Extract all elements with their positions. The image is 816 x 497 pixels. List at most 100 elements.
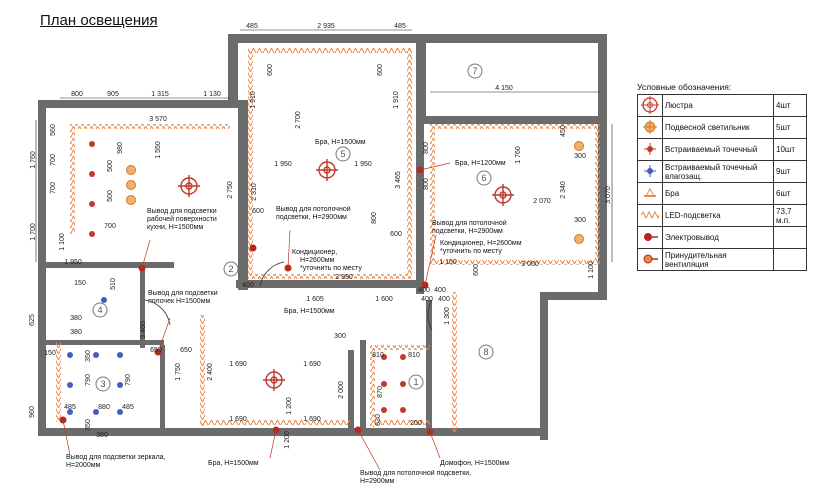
svg-text:485: 485 [394,23,406,30]
doors [144,261,433,331]
spotlight-icon [381,381,387,387]
svg-text:790: 790 [85,374,92,386]
room-1-label: 1 [413,377,418,387]
svg-text:790: 790 [125,374,132,386]
dimension-labels: 800 905 1 315 1 130 3 570 485 2 935 485 … [29,23,612,449]
pendant-light-icon [643,119,657,134]
waterproof-spotlight-icon [644,164,656,177]
svg-text:500: 500 [107,190,114,202]
svg-text:1 100: 1 100 [59,233,66,251]
svg-text:500: 500 [107,160,114,172]
svg-text:1 100: 1 100 [588,261,595,279]
svg-text:1 315: 1 315 [151,91,169,98]
ac-note-a-3: *уточнить по месту [300,265,362,272]
legend-row: Принудительная вентиляция [637,248,807,271]
legend-title: Условные обозначения: [637,82,732,92]
svg-text:810: 810 [372,352,384,359]
ac-note-a-2: H=2600мм [300,257,335,264]
svg-text:2 700: 2 700 [295,111,302,129]
svg-text:700: 700 [50,154,57,166]
waterproof-spotlight-icon [93,409,99,415]
plan-title: План освещения [40,12,158,29]
svg-text:485: 485 [64,404,76,411]
svg-text:2 750: 2 750 [227,181,234,199]
sconce-label-room5: Бра, H=1500мм [315,139,366,146]
pendant-light-icon [574,141,584,151]
spotlight-icon [381,354,387,360]
svg-text:560: 560 [50,124,57,136]
spotlight-icon [400,407,406,413]
walls [38,34,607,440]
ceiling-outlet-note-b: Вывод для потолочной подсветки, H=2900мм [432,220,507,235]
svg-text:960: 960 [29,406,36,418]
svg-text:380: 380 [70,329,82,336]
svg-text:810: 810 [408,352,420,359]
spotlight-icon [400,354,406,360]
svg-text:4 150: 4 150 [495,85,513,92]
svg-text:1 130: 1 130 [203,91,221,98]
svg-text:2 000: 2 000 [338,381,345,399]
svg-text:880: 880 [98,404,110,411]
svg-text:1 910: 1 910 [250,91,257,109]
waterproof-spotlight-icon [93,352,99,358]
waterproof-spotlight-icon [101,297,107,303]
svg-text:650: 650 [150,347,162,354]
mirror-outlet-note: Вывод для подсветки зеркала, H=2000мм [66,454,166,469]
room-labels: 7 5 6 2 4 3 1 8 [92,63,494,392]
svg-text:600: 600 [267,64,274,76]
sconce-icon [249,244,257,252]
svg-text:485: 485 [122,404,134,411]
svg-text:650: 650 [180,347,192,354]
pendant-light-icon [574,234,584,244]
svg-text:700: 700 [104,223,116,230]
legend-row: LED-подсветка 73,7 м.п. [637,204,807,227]
svg-text:600: 600 [377,64,384,76]
pendant-light-icon [126,195,136,205]
pendant-light-icon [126,180,136,190]
svg-text:1 690: 1 690 [303,416,321,423]
sconce-label-corridor: Бра, H=1500мм [284,308,335,315]
svg-text:380: 380 [96,432,108,439]
svg-text:1 690: 1 690 [229,416,247,423]
svg-text:400: 400 [418,287,430,294]
svg-text:1 690: 1 690 [303,361,321,368]
svg-text:3 570: 3 570 [149,116,167,123]
svg-text:1 300: 1 300 [444,307,451,325]
spotlight-icon [89,231,95,237]
intercom-label: Домофон, H=1500мм [440,460,509,467]
svg-text:300: 300 [574,153,586,160]
spotlight-icon [381,407,387,413]
room-3-label: 3 [100,379,105,389]
dimension-lines [35,29,613,262]
room-4-label: 4 [97,305,102,315]
svg-text:150: 150 [44,350,56,357]
svg-text:485: 485 [246,23,258,30]
svg-text:980: 980 [117,142,124,154]
electrical-outlet-icon [644,232,658,241]
svg-text:400: 400 [438,296,450,303]
svg-text:800: 800 [423,142,430,154]
svg-text:1 605: 1 605 [306,296,324,303]
svg-text:3 000: 3 000 [521,261,539,268]
svg-text:1 200: 1 200 [286,397,293,415]
svg-text:3 465: 3 465 [395,171,402,189]
spotlight-icon [400,381,406,387]
ventilation-icon [643,254,658,263]
svg-text:1 600: 1 600 [375,296,393,303]
pendant-light-icon [126,165,136,175]
waterproof-spotlight-icon [67,409,73,415]
svg-text:1 150: 1 150 [439,259,457,266]
svg-text:300: 300 [334,333,346,340]
svg-text:400: 400 [434,287,446,294]
svg-text:1 750: 1 750 [175,363,182,381]
chandeliers [178,159,514,391]
svg-text:400: 400 [242,282,254,289]
svg-text:625: 625 [29,314,36,326]
sconce-label-room6: Бра, H=1200мм [455,160,506,167]
waterproof-spotlight-icon [117,409,123,415]
led-strips [56,48,600,432]
svg-text:3 070: 3 070 [605,186,612,204]
legend-row: Бра 6шт [637,182,807,205]
svg-text:600: 600 [252,208,264,215]
